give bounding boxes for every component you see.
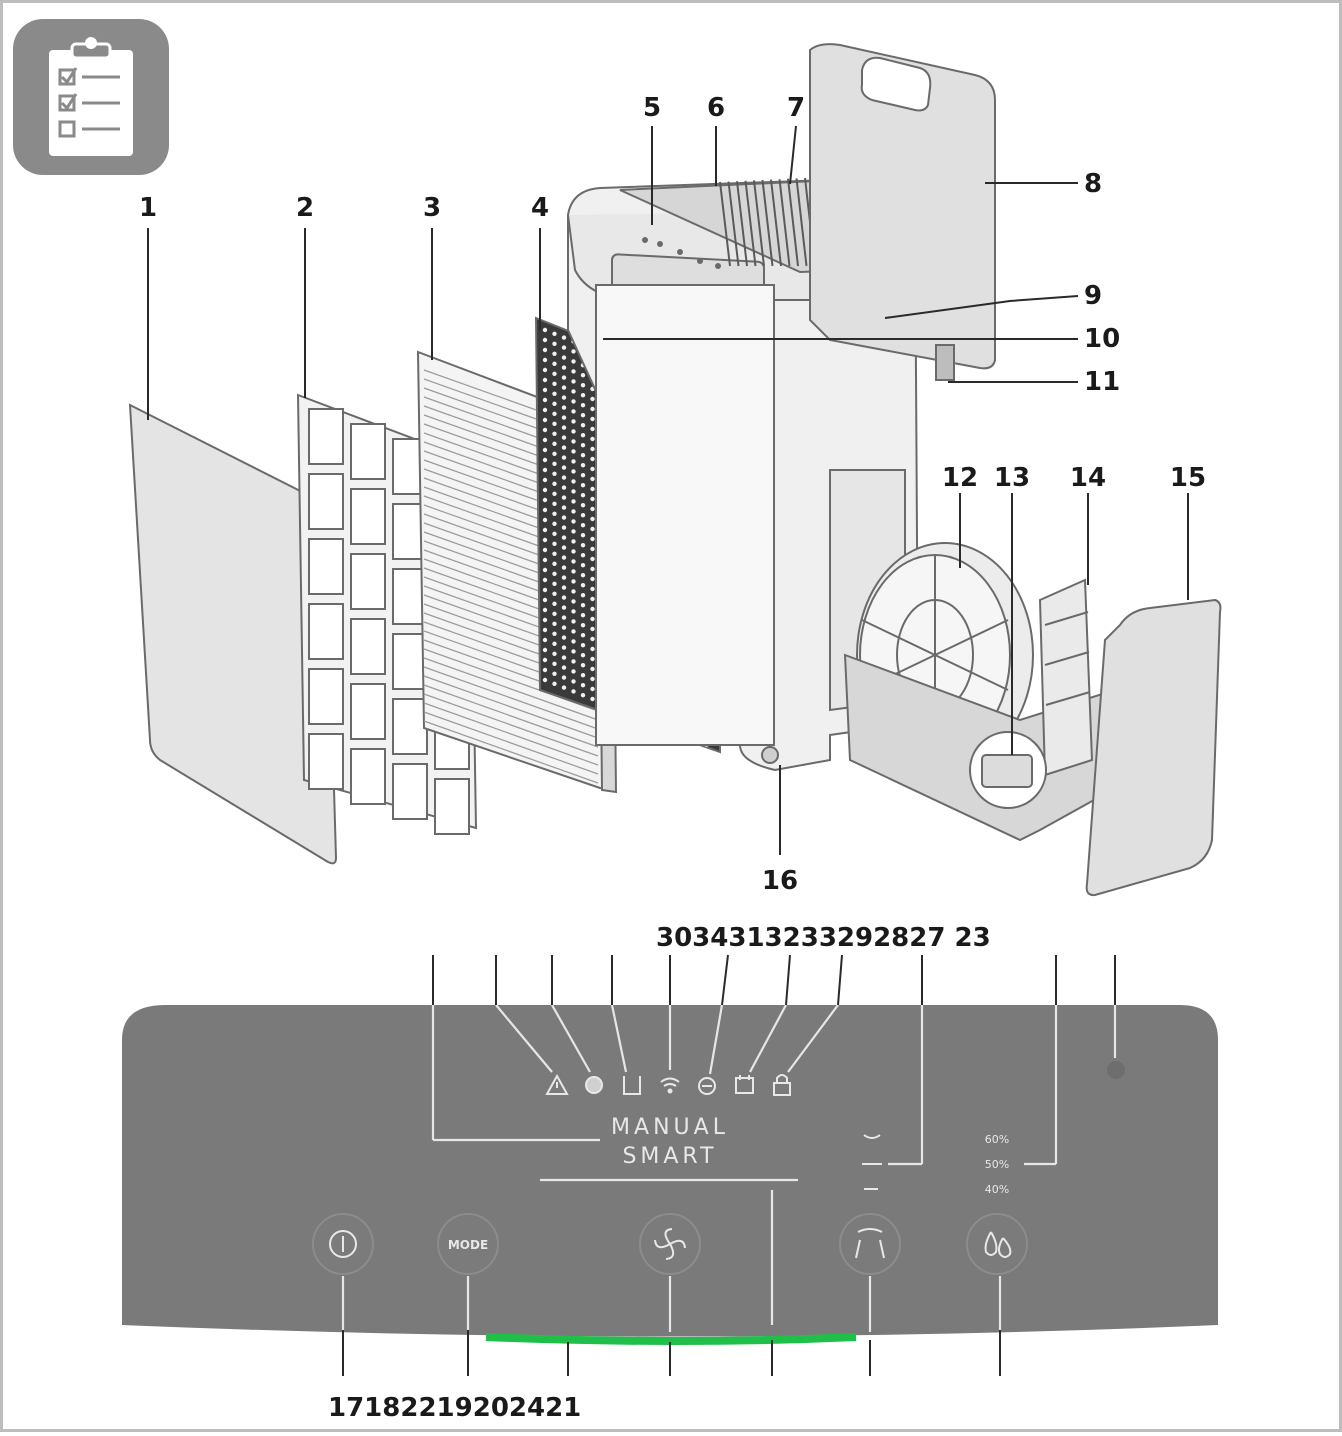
label-15: 15 <box>1170 463 1206 493</box>
label-2: 2 <box>296 193 314 223</box>
label-6: 6 <box>707 93 725 123</box>
swing-icon <box>855 1228 885 1259</box>
humidity-button[interactable] <box>966 1213 1028 1275</box>
mode-button[interactable]: MODE <box>437 1213 499 1275</box>
minus-circle-icon <box>698 1077 716 1095</box>
control-panel: MANUAL SMART 60% 50% 40% MODE <box>122 1004 1218 1345</box>
mode-label-manual: MANUAL <box>611 1115 729 1140</box>
part-labels: 1 2 3 4 5 6 7 8 9 10 11 12 13 14 15 16 <box>139 93 1206 896</box>
power-icon <box>329 1230 357 1258</box>
humidity-50: 50% <box>985 1158 1009 1171</box>
humidity-60: 60% <box>985 1133 1009 1146</box>
leader-lines-top <box>147 125 1189 855</box>
swing-button[interactable] <box>839 1213 901 1275</box>
label-16: 16 <box>762 866 798 896</box>
label-3: 3 <box>423 193 441 223</box>
fan-speed-button[interactable] <box>639 1213 701 1275</box>
label-10: 10 <box>1084 324 1120 354</box>
label-4: 4 <box>531 193 549 223</box>
part-side-cover <box>1085 598 1222 897</box>
indicator-light-bar <box>485 1333 857 1345</box>
tank-icon <box>623 1076 641 1095</box>
swing-level-indicators <box>862 1134 882 1190</box>
label-5: 5 <box>643 93 661 123</box>
wifi-icon <box>660 1077 680 1094</box>
part-water-tray <box>843 578 1117 842</box>
label-8: 8 <box>1084 169 1102 199</box>
fan-icon <box>654 1228 686 1260</box>
humidity-40: 40% <box>985 1183 1009 1196</box>
label-14: 14 <box>1070 463 1106 493</box>
lock-icon <box>773 1074 791 1096</box>
part-back-cover <box>809 43 996 381</box>
mode-button-label: MODE <box>448 1238 488 1252</box>
checklist-icon <box>13 19 169 175</box>
panel-top-sequence: 3034313233292827 23 <box>656 923 991 953</box>
warning-icon <box>545 1073 569 1095</box>
light-sensor <box>1107 1061 1125 1079</box>
label-11: 11 <box>1084 367 1120 397</box>
label-7: 7 <box>787 93 805 123</box>
humidity-drop-icon <box>984 1231 1012 1258</box>
panel-external-leaders <box>342 954 1116 1376</box>
label-13: 13 <box>994 463 1030 493</box>
label-12: 12 <box>942 463 978 493</box>
panel-leader-lines <box>341 1004 1117 1332</box>
panel-bottom-sequence: 17182219202421 <box>328 1393 581 1423</box>
timer-icon <box>735 1075 754 1094</box>
mode-label-smart: SMART <box>622 1144 717 1169</box>
label-9: 9 <box>1084 281 1102 311</box>
power-button[interactable] <box>312 1213 374 1275</box>
label-1: 1 <box>139 193 157 223</box>
part-main-body <box>567 174 920 772</box>
filter-icon <box>585 1076 603 1094</box>
